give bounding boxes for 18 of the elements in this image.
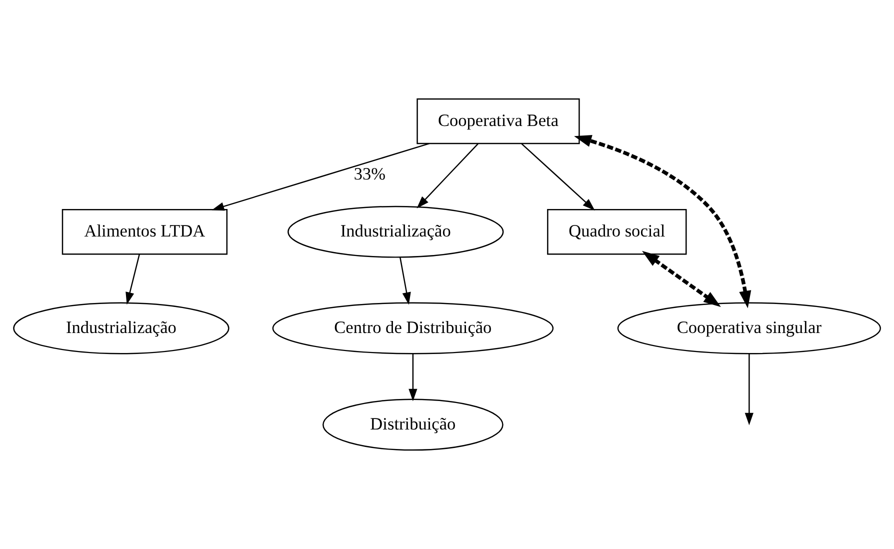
- arrow: [408, 354, 418, 402]
- node-box: Cooperativa Beta: [416, 98, 580, 144]
- node-box: Alimentos LTDA: [62, 208, 228, 255]
- node-ellipse: Distribuição: [322, 398, 504, 451]
- arrow: [400, 257, 411, 305]
- arrow: [574, 135, 752, 308]
- node-ellipse: Cooperativa singular: [617, 302, 881, 354]
- node-ellipse: Centro de Distribuição: [272, 302, 554, 354]
- arrow: [416, 143, 478, 208]
- arrow: [521, 143, 595, 211]
- node-ellipse: Industrialização: [13, 302, 230, 354]
- arrow: [212, 142, 430, 211]
- arrow: [126, 254, 140, 305]
- arrow: [642, 250, 721, 307]
- node-box: Quadro social: [547, 208, 687, 255]
- arrow: [744, 354, 754, 426]
- edge-label: 33%: [354, 164, 386, 184]
- node-ellipse: Industrialização: [288, 206, 504, 258]
